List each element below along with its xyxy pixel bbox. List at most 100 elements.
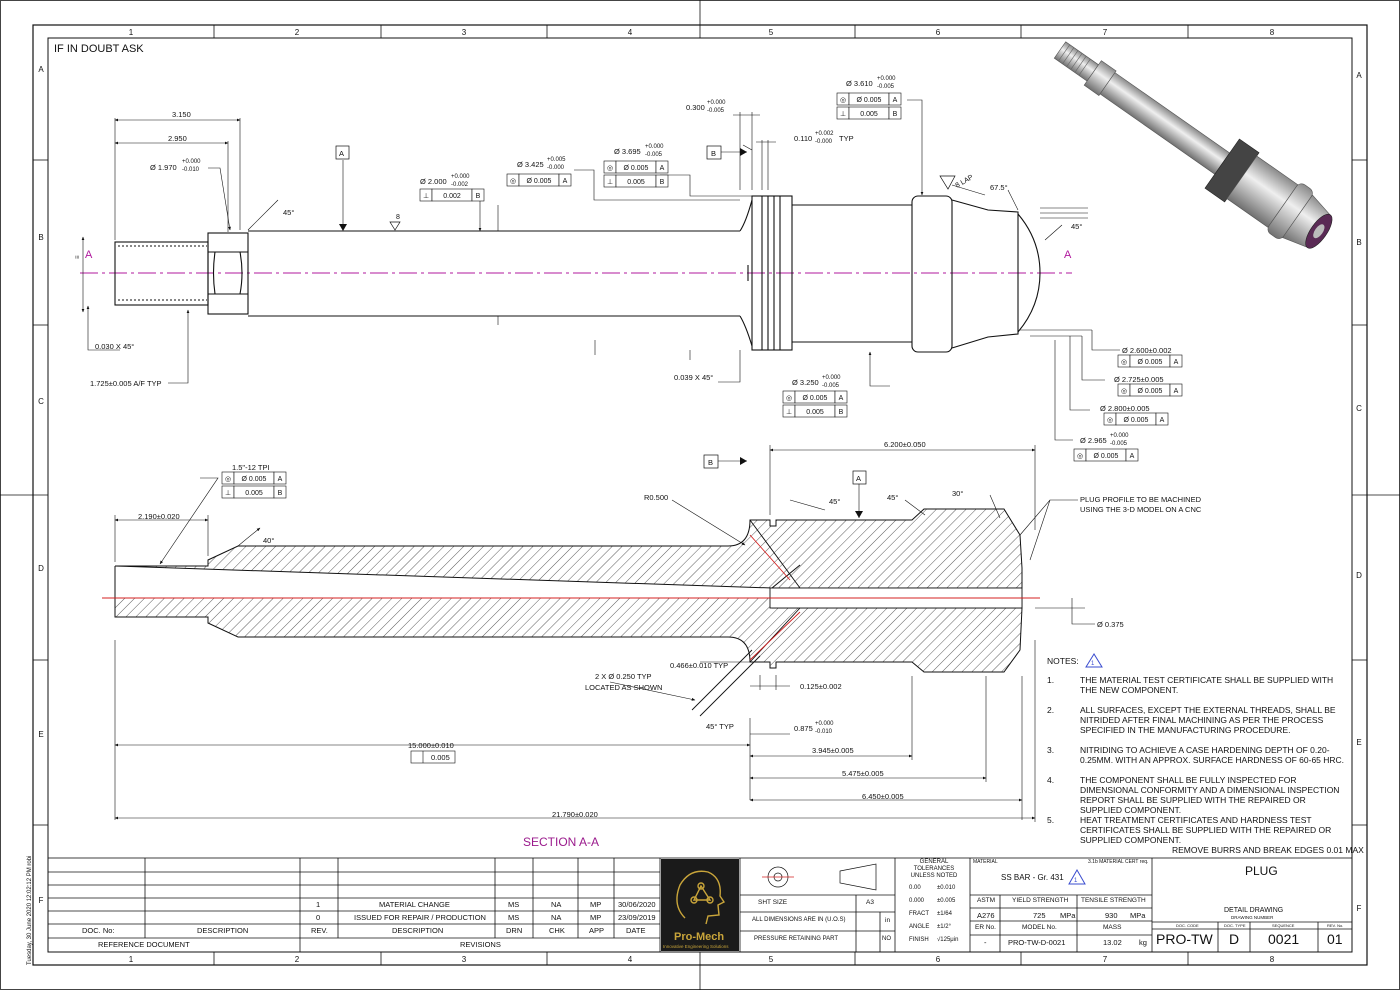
- zone-row-d-r: D: [1356, 571, 1362, 580]
- dim-2x-0250: 2 X Ø 0.250 TYP: [595, 672, 652, 681]
- fcf-cell: Ø 0.005: [1138, 359, 1163, 366]
- dim-30: 30°: [952, 489, 963, 498]
- fcf-cell: ◎: [1121, 388, 1127, 395]
- note-plug-profile-2: USING THE 3-D MODEL ON A CNC: [1080, 505, 1202, 514]
- fcf-cell: B: [893, 111, 898, 118]
- dim-chamfer-030: 0.030 X 45°: [95, 342, 134, 351]
- fcf-cell: ⊥: [840, 111, 846, 118]
- dim-45-s1: 45°: [829, 497, 840, 506]
- header-note: IF IN DOUBT ASK: [54, 43, 144, 55]
- rev-header-chk: CHK: [549, 926, 565, 935]
- fcf-cell: ⊥: [423, 193, 429, 200]
- zone-col-3: 3: [462, 28, 467, 37]
- feature-control-frame: ⊥ 0.005 B: [836, 106, 902, 120]
- dim-dia-0375: Ø 0.375: [1097, 620, 1124, 629]
- section-marker-left: A: [85, 249, 93, 261]
- datum-a-top: A: [339, 149, 344, 158]
- zone-col-4: 4: [628, 28, 633, 37]
- fcf-cell: ◎: [1107, 417, 1113, 424]
- fcf-cell: B: [278, 490, 283, 497]
- revision-rev: 1: [316, 900, 321, 909]
- fcf-cell: ◎: [1121, 359, 1127, 366]
- tensile-value: 930: [1105, 911, 1118, 920]
- dn-header-seq: SEQUENCE: [1272, 923, 1295, 928]
- fcf-cell: A: [839, 395, 844, 402]
- svg-text:+0.000: +0.000: [822, 375, 841, 381]
- revision-app: MP: [590, 900, 602, 909]
- fcf-cell: 0.005: [860, 111, 878, 118]
- dim-5475: 5.475±0.005: [842, 769, 884, 778]
- svg-text:-0.002: -0.002: [451, 182, 469, 188]
- mass-unit: kg: [1139, 938, 1147, 947]
- zone-row-c-r: C: [1356, 404, 1362, 413]
- note-number: 5.: [1047, 815, 1055, 825]
- dim-0300: 0.300: [686, 103, 705, 112]
- dim-45-s2: 45°: [887, 493, 898, 502]
- dim-dia-3250: Ø 3.250: [792, 378, 819, 387]
- svg-text:+0.000: +0.000: [815, 721, 834, 727]
- logo-subtext: Innovative Engineering Solutions: [663, 944, 729, 949]
- revision-chk: NA: [551, 913, 562, 922]
- svg-text:+0.002: +0.002: [815, 131, 834, 137]
- tolerance-key: FRACT: [909, 911, 929, 917]
- zone-col-5-b: 5: [769, 955, 774, 964]
- dn-header-type: DOC. TYPE: [1224, 923, 1246, 928]
- fcf-cell: ◎: [786, 395, 792, 402]
- yield-value: 725: [1033, 911, 1046, 920]
- svg-text:+0.005: +0.005: [547, 157, 566, 163]
- fcf-cell: B: [839, 409, 844, 416]
- mass-label: MASS: [1103, 924, 1122, 931]
- rev-header-drn: DRN: [506, 926, 523, 935]
- svg-text:-0.005: -0.005: [1110, 441, 1128, 447]
- revision-date: 30/06/2020: [618, 900, 656, 909]
- section-marker-right: A: [1064, 249, 1072, 261]
- material-cert-label: 3.1b MATERIAL CERT req.: [1088, 859, 1149, 865]
- zone-col-7-b: 7: [1103, 955, 1108, 964]
- rev-header-desc: DESCRIPTION: [392, 926, 444, 935]
- tolerance-value: ±1/2°: [937, 924, 952, 930]
- dim-67-5: 67.5°: [990, 183, 1008, 192]
- rev-header-app: APP: [589, 926, 605, 935]
- svg-text:-0.005: -0.005: [877, 84, 895, 90]
- part-type-label: PRESSURE RETAINING PART: [754, 936, 839, 942]
- logo-text: Pro-Mech: [674, 931, 724, 943]
- zone-col-1: 1: [129, 28, 134, 37]
- fcf-cell: ◎: [1077, 453, 1083, 460]
- fcf-cell: A: [893, 97, 898, 104]
- er-value: -: [984, 938, 987, 947]
- model-label: MODEL No.: [1022, 924, 1057, 931]
- company-logo: [676, 870, 726, 925]
- dim-dia-1970-tollo: -0.010: [182, 167, 200, 173]
- fcf-cell: ⊥: [786, 409, 792, 416]
- fcf-cell: ◎: [840, 97, 846, 104]
- dim-45-top: 45°: [283, 208, 294, 217]
- rev-header-date: DATE: [626, 926, 646, 935]
- zone-col-4-b: 4: [628, 955, 633, 964]
- reference-document-label: REFERENCE DOCUMENT: [98, 940, 190, 949]
- isometric-model-image: [1053, 41, 1333, 249]
- warning-triangle-material-icon: [1068, 868, 1086, 885]
- hex-section: [207, 232, 249, 315]
- zone-col-2: 2: [295, 28, 300, 37]
- zone-row-e: E: [38, 730, 43, 739]
- note-text: ALL SURFACES, EXCEPT THE EXTERNAL THREAD…: [1080, 705, 1336, 735]
- model-value: PRO-TW-D-0021: [1008, 938, 1066, 947]
- yield-unit: MPa: [1060, 911, 1076, 920]
- note-number: 2.: [1047, 705, 1055, 715]
- fcf-cell: Ø 0.005: [1094, 453, 1119, 460]
- section-dimension-lines: [114, 445, 1095, 822]
- svg-text:-0.005: -0.005: [707, 108, 725, 114]
- svg-text:-0.010: -0.010: [815, 729, 833, 735]
- zone-labels: 1 2 3 4 5 6 7 8 1 2 3 4 5 6 7 8 A B C D …: [38, 28, 1362, 964]
- notes-title: NOTES:: [1047, 656, 1079, 666]
- datum-b-top: B: [711, 149, 716, 158]
- fcf-cell: A: [1174, 359, 1179, 366]
- zone-row-a-r: A: [1356, 71, 1362, 80]
- revision-app: MP: [590, 913, 602, 922]
